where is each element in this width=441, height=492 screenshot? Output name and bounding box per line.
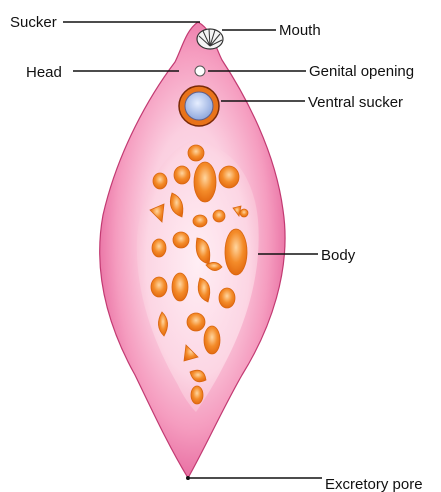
oral-sucker [197, 29, 223, 49]
organ-blob [188, 145, 204, 161]
label-body: Body [321, 247, 356, 264]
organ-blob [174, 166, 190, 184]
organ-blob [172, 273, 188, 301]
organ-blob [204, 326, 220, 354]
organ-blob [151, 277, 167, 297]
label-head: Head [26, 64, 62, 81]
organ-blob [187, 313, 205, 331]
organ-blob [191, 386, 203, 404]
organ-blob [219, 166, 239, 188]
label-excretory-pore: Excretory pore [325, 476, 423, 492]
label-genital-opening: Genital opening [309, 63, 414, 80]
label-sucker: Sucker [10, 14, 57, 31]
organ-blob [213, 210, 225, 222]
organ-blob [193, 215, 207, 227]
ventral-sucker [179, 86, 219, 126]
organ-blob [194, 162, 216, 202]
organ-blob [225, 229, 247, 275]
excretory-pore [186, 476, 190, 480]
organ-blob [219, 288, 235, 308]
label-ventral-sucker: Ventral sucker [308, 94, 403, 111]
genital-opening [195, 66, 205, 76]
organ-blob [152, 239, 166, 257]
organ-blob [153, 173, 167, 189]
label-mouth: Mouth [279, 22, 321, 39]
organ-blob [240, 209, 248, 217]
organ-blob [173, 232, 189, 248]
